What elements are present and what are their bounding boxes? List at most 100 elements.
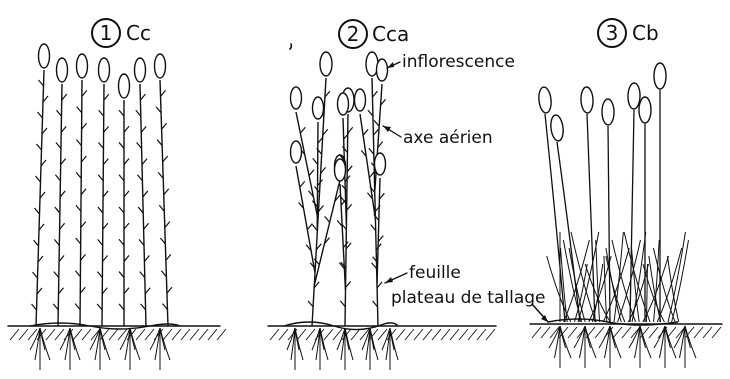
leaf bbox=[98, 175, 103, 181]
inflorescence bbox=[291, 141, 302, 163]
soil-hatch-line bbox=[423, 329, 432, 340]
leaf bbox=[53, 304, 58, 310]
branch-stem bbox=[296, 166, 315, 272]
root bbox=[125, 328, 130, 360]
basal-leaf bbox=[564, 240, 590, 322]
leaf bbox=[81, 222, 86, 228]
aerial-stem bbox=[587, 114, 595, 322]
arrowhead-inflorescence bbox=[387, 62, 394, 68]
soil-hatch-line bbox=[109, 329, 118, 340]
root bbox=[345, 328, 353, 360]
leaf bbox=[300, 127, 305, 133]
leaf bbox=[97, 272, 102, 278]
soil-hatch-line bbox=[568, 327, 577, 338]
soil-hatch-line bbox=[459, 329, 468, 340]
aerial-stem bbox=[80, 80, 82, 326]
inflorescence bbox=[654, 63, 666, 89]
arrowhead-axe-aerien bbox=[383, 126, 391, 132]
inflorescence bbox=[538, 86, 553, 113]
soil-hatch-line bbox=[190, 329, 199, 340]
soil-hatch-line bbox=[172, 329, 181, 340]
leaf bbox=[143, 191, 148, 197]
leaf bbox=[340, 301, 345, 307]
root bbox=[605, 326, 611, 358]
root bbox=[665, 326, 676, 358]
leaf bbox=[81, 156, 86, 162]
leaf bbox=[363, 129, 368, 135]
soil-hatch-line bbox=[145, 329, 154, 340]
leaf bbox=[161, 90, 166, 96]
leaf bbox=[104, 94, 109, 100]
soil-hatch-line bbox=[46, 329, 55, 340]
root bbox=[316, 328, 320, 360]
soil-hatch-line bbox=[432, 329, 441, 340]
soil-hatch-line bbox=[208, 329, 217, 340]
soil-hatch-line bbox=[55, 329, 64, 340]
branch-stem bbox=[296, 112, 318, 218]
root bbox=[295, 328, 303, 360]
leaf bbox=[377, 282, 382, 288]
panel-2-title: 2 Cca bbox=[339, 20, 409, 48]
inflorescence bbox=[39, 44, 50, 68]
soil-hatch-line bbox=[532, 327, 541, 338]
root bbox=[40, 328, 50, 360]
inflorescence bbox=[639, 97, 651, 123]
panel-1-plant-cc bbox=[30, 44, 180, 370]
soil-hatch-line bbox=[270, 329, 279, 340]
root bbox=[320, 328, 328, 360]
root bbox=[370, 328, 378, 360]
aerial-stem bbox=[545, 114, 565, 322]
leaf bbox=[76, 172, 81, 178]
leaf bbox=[124, 191, 129, 197]
leaf bbox=[81, 254, 86, 260]
leaf bbox=[55, 207, 60, 213]
inflorescence bbox=[57, 58, 68, 82]
leaf bbox=[166, 254, 171, 260]
inflorescence bbox=[335, 159, 346, 181]
inflorescence bbox=[155, 54, 166, 78]
soil-hatching-2 bbox=[270, 329, 495, 340]
soil-hatch-line bbox=[73, 329, 82, 340]
leaf bbox=[164, 189, 169, 195]
leaf bbox=[77, 107, 82, 113]
inflorescence bbox=[375, 153, 386, 175]
root bbox=[155, 328, 160, 360]
leaf bbox=[33, 272, 38, 278]
leaf bbox=[98, 207, 103, 213]
leaf bbox=[119, 142, 124, 148]
inflorescence bbox=[628, 83, 641, 109]
soil-hatch-line bbox=[199, 329, 208, 340]
leaf bbox=[54, 272, 59, 278]
leaf bbox=[75, 304, 80, 310]
soil-hatch-line bbox=[541, 327, 550, 338]
leaf bbox=[54, 239, 59, 245]
panel-2-number: 2 bbox=[347, 22, 360, 46]
aerial-stem bbox=[140, 84, 146, 326]
leaf bbox=[98, 143, 103, 149]
leaf bbox=[103, 191, 108, 197]
leaf bbox=[124, 126, 129, 132]
leaf bbox=[300, 181, 305, 187]
panel-2-plant-cca bbox=[284, 52, 398, 370]
leaf bbox=[325, 216, 330, 222]
leaf bbox=[76, 205, 81, 211]
aerial-stem bbox=[608, 126, 610, 322]
leaf bbox=[167, 287, 172, 293]
root bbox=[390, 328, 398, 360]
panel-1-number: 1 bbox=[100, 21, 113, 45]
inflorescence bbox=[313, 97, 324, 119]
leaf bbox=[342, 147, 347, 153]
leaf bbox=[119, 239, 124, 245]
inflorescence bbox=[99, 58, 110, 82]
panel-3-number: 3 bbox=[606, 21, 619, 45]
soil-hatch-line bbox=[217, 329, 226, 340]
inflorescence bbox=[377, 59, 388, 81]
panel-3-code: Cb bbox=[632, 21, 659, 45]
leaf bbox=[369, 172, 374, 178]
soil-hatch-line bbox=[477, 329, 486, 340]
soil-hatch-line bbox=[19, 329, 28, 340]
inflorescence bbox=[291, 87, 302, 109]
aerial-stem bbox=[160, 80, 168, 326]
panel-2-code: Cca bbox=[372, 22, 409, 46]
leaf bbox=[103, 159, 108, 165]
